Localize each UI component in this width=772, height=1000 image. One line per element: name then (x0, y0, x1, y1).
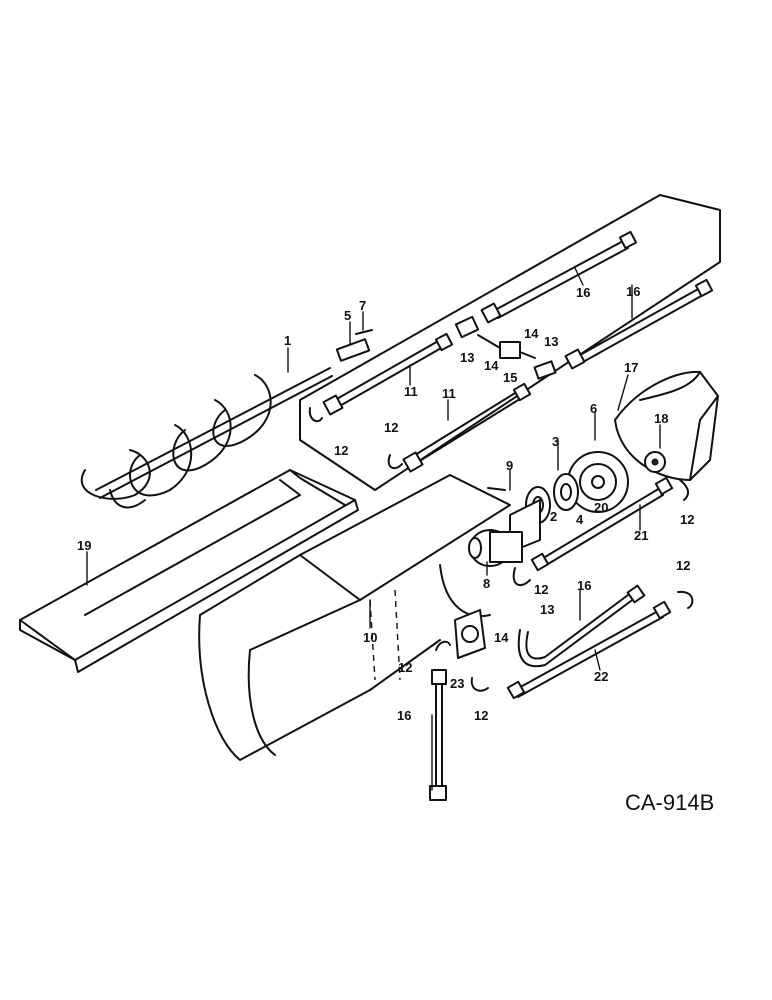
callout-9: 9 (506, 458, 513, 473)
callout-leaders (86, 267, 661, 791)
callout-10: 10 (363, 630, 377, 645)
figure-code: CA-914B (625, 790, 714, 815)
hoses-lower (429, 476, 674, 801)
callout-20: 20 (594, 500, 608, 515)
callout-12-g: 12 (474, 708, 488, 723)
callout-2: 2 (550, 509, 557, 524)
callout-labels: 1 2 3 4 5 6 7 8 9 10 11 11 12 12 12 12 1… (77, 284, 694, 723)
callout-12-d: 12 (534, 582, 548, 597)
callout-1: 1 (284, 333, 291, 348)
callout-11-lower: 11 (442, 386, 456, 401)
callout-16-d: 16 (397, 708, 411, 723)
callout-15: 15 (503, 370, 517, 385)
callout-8: 8 (483, 576, 490, 591)
elbow-fittings (435, 479, 694, 692)
hoses-upper (322, 230, 714, 473)
hydraulic-motor (468, 529, 523, 567)
trough-cover (19, 469, 359, 673)
callout-13-c: 13 (540, 602, 554, 617)
callout-19: 19 (77, 538, 91, 553)
tee-fittings (308, 315, 557, 470)
callout-13-b: 13 (544, 334, 558, 349)
callout-12-c: 12 (680, 512, 694, 527)
auger-flighting (81, 367, 333, 509)
hydraulic-line-inset-panel (299, 194, 721, 491)
callout-21: 21 (634, 528, 648, 543)
chain-guard (614, 370, 719, 481)
callout-11-upper: 11 (404, 384, 418, 399)
callout-14-c: 14 (494, 630, 509, 645)
callout-6: 6 (590, 401, 597, 416)
control-valve (454, 609, 486, 659)
callout-4: 4 (576, 512, 584, 527)
callout-18: 18 (654, 411, 668, 426)
callout-16-b: 16 (626, 284, 640, 299)
callout-16-c: 16 (577, 578, 591, 593)
callout-22: 22 (594, 669, 608, 684)
callout-7: 7 (359, 298, 366, 313)
callout-14-a: 14 (484, 358, 499, 373)
drive-sprocket-assembly (487, 451, 629, 553)
callout-17: 17 (624, 360, 638, 375)
callout-23: 23 (450, 676, 464, 691)
callout-14-b: 14 (524, 326, 539, 341)
shaft-and-key (335, 329, 373, 362)
callout-5: 5 (344, 308, 351, 323)
callout-12-a: 12 (334, 443, 348, 458)
callout-12-e: 12 (676, 558, 690, 573)
callout-12-b: 12 (384, 420, 398, 435)
auger-trough (198, 474, 511, 761)
callout-12-f: 12 (398, 660, 412, 675)
callout-3: 3 (552, 434, 559, 449)
callout-16-a: 16 (576, 285, 590, 300)
callout-13-a: 13 (460, 350, 474, 365)
